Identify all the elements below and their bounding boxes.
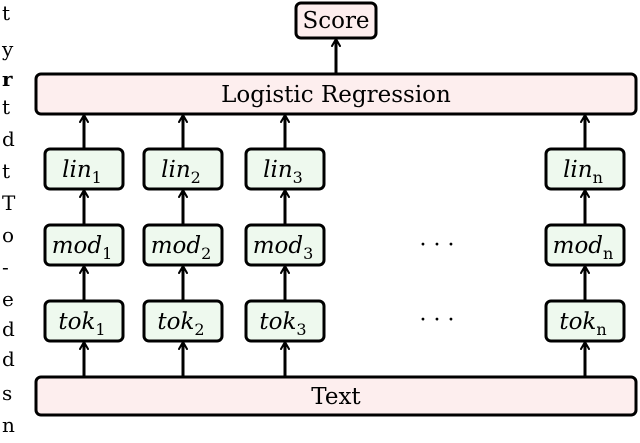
mod-n-box: modn — [544, 223, 626, 267]
lin-3-label: lin3 — [263, 157, 303, 187]
margin-letter: o — [2, 223, 14, 247]
lin-1-box: lin1 — [43, 147, 125, 191]
mod-3-box: mod3 — [244, 223, 326, 267]
lin-n-label: linn — [563, 157, 603, 187]
margin-letter: d — [2, 347, 15, 371]
mod-2-box: mod2 — [142, 223, 224, 267]
ellipsis-mod-row: · · · — [420, 233, 455, 258]
tok-2-label: tok2 — [157, 309, 204, 339]
lin-n-box: linn — [544, 147, 626, 191]
margin-letter: t — [2, 159, 10, 183]
lin-1-label: lin1 — [62, 157, 102, 187]
logistic-regression-label: Logistic Regression — [221, 82, 451, 108]
score-box: Score — [294, 1, 378, 40]
tok-2-box: tok2 — [142, 299, 224, 343]
margin-letter: t — [2, 1, 10, 25]
mod-2-label: mod2 — [151, 233, 212, 263]
tok-1-box: tok1 — [43, 299, 125, 343]
margin-letter: r — [2, 67, 13, 91]
mod-3-label: mod3 — [253, 233, 314, 263]
component-columns: lin1 mod1 tok1 lin2 mod2 tok2 lin3 mod3 tok3 linn… — [43, 147, 626, 343]
margin-letter: d — [2, 317, 15, 341]
margin-letter: T — [2, 191, 16, 215]
text-input-box: Text — [34, 375, 638, 417]
logistic-regression-box: Logistic Regression — [34, 72, 638, 116]
tok-3-label: tok3 — [259, 309, 306, 339]
tok-3-box: tok3 — [244, 299, 326, 343]
score-label: Score — [302, 8, 369, 34]
tok-n-box: tokn — [544, 299, 626, 343]
margin-letter: t — [2, 95, 10, 119]
margin-letter: e — [2, 287, 14, 311]
margin-letter: y — [1, 37, 14, 61]
lin-2-label: lin2 — [161, 157, 201, 187]
text-input-label: Text — [311, 384, 361, 410]
margin-letter: s — [2, 381, 12, 405]
margin-letter: d — [2, 127, 15, 151]
tok-n-label: tokn — [559, 309, 606, 339]
ellipsis-tok-row: · · · — [420, 308, 455, 333]
arrows — [79, 38, 590, 377]
mod-1-box: mod1 — [43, 223, 125, 267]
tok-1-label: tok1 — [58, 309, 105, 339]
lin-2-box: lin2 — [142, 147, 224, 191]
lin-3-box: lin3 — [244, 147, 326, 191]
margin-letter: - — [2, 255, 9, 279]
margin-letter: n — [2, 413, 15, 437]
mod-n-label: modn — [553, 233, 614, 263]
mod-1-label: mod1 — [52, 233, 113, 263]
